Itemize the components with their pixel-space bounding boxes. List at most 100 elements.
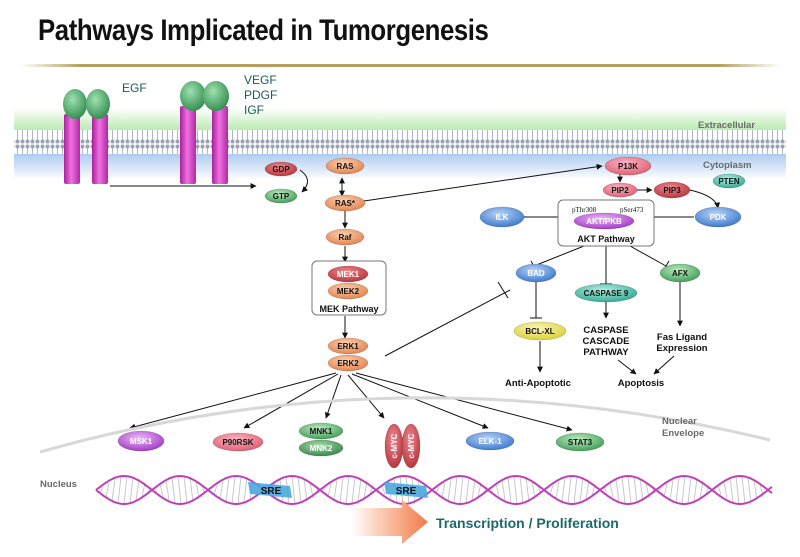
node-ras: RAS (325, 157, 365, 175)
node-gtp: GTP (264, 188, 298, 204)
arrow-rasstar-to-p13k (363, 163, 603, 202)
node-cmyc-1: c-MYC (384, 423, 404, 469)
igf-label: IGF (244, 103, 264, 117)
node-bad: BAD (515, 263, 557, 283)
node-bclxl: BCL-XL (513, 321, 567, 341)
egf-label: EGF (122, 81, 147, 95)
pdgf-label: PDGF (244, 88, 277, 102)
node-p90rsk: P90RSK (212, 432, 264, 452)
node-cmyc-2: c-MYC (401, 423, 421, 469)
node-pip3: PIP3 (653, 181, 691, 199)
node-label-ras: RAS (337, 162, 355, 171)
node-pten: PTEN (712, 173, 746, 189)
nuclear-envelope (39, 396, 771, 454)
node-label-ilk: ILK (496, 213, 509, 222)
membrane (14, 130, 786, 154)
node-label-mnk2: MNK2 (310, 444, 333, 453)
node-label-pten: PTEN (718, 177, 740, 186)
sre-element-1: SRE (248, 482, 292, 498)
transcription-label: Transcription / Proliferation (436, 515, 619, 531)
nucleus-label: Nucleus (40, 479, 77, 490)
cytoplasm-label: Cytoplasm (703, 160, 752, 171)
node-mnk2: MNK2 (298, 439, 344, 457)
fas-ligand-label-2: Expression (656, 343, 707, 354)
node-raf: Raf (325, 228, 365, 246)
node-label-erk1: ERK1 (337, 342, 359, 351)
node-label-msk1: MSK1 (130, 437, 153, 446)
node-label-ras-active: RAS* (335, 199, 356, 208)
node-ilk: ILK (479, 206, 525, 228)
egf-receptor (63, 89, 110, 184)
node-label-gdp: GDP (272, 165, 290, 174)
pser473-label: pSer473 (620, 206, 644, 214)
arrow-pip3-to-pdk (689, 189, 721, 209)
caspase-cascade-label-1: CASPASE (583, 325, 628, 336)
node-label-mek1: MEK1 (337, 270, 360, 279)
caspase-cascade-label-3: PATHWAY (583, 347, 629, 358)
inhibit-akt-bad (533, 245, 585, 267)
mek-pathway-label: MEK Pathway (319, 304, 378, 314)
node-label-akt: AKT/PKB (586, 217, 622, 226)
node-stat3: STAT3 (555, 432, 605, 452)
node-pip2: PIP2 (602, 182, 638, 198)
node-afx: AFX (659, 263, 701, 283)
svg-text:SRE: SRE (396, 486, 417, 497)
arrow-erk-to-mnk (324, 374, 342, 419)
sre-element-2: SRE (384, 482, 428, 498)
arrow-gdp-to-gtp (299, 169, 308, 193)
arrow-erk-to-stat3 (355, 372, 573, 432)
dna-helix (95, 474, 773, 506)
vegf-label: VEGF (244, 73, 277, 87)
page-title: Pathways Implicated in Tumorgenesis (38, 14, 489, 47)
node-label-mnk1: MNK1 (310, 427, 333, 436)
node-label-cmyc-1: c-MYC (390, 433, 399, 458)
cytoplasm-region (14, 154, 786, 180)
node-label-p90rsk: P90RSK (222, 438, 253, 447)
node-mek1: MEK1 (327, 265, 369, 283)
node-caspase9: CASPASE 9 (574, 283, 638, 303)
pathway-arrows (110, 163, 721, 432)
node-label-pdk: PDK (710, 213, 727, 222)
inhibit-bar-bad (497, 281, 509, 299)
extracellular-label: Extracellular (698, 120, 755, 131)
node-mnk1: MNK1 (298, 422, 344, 440)
node-label-erk2: ERK2 (337, 359, 359, 368)
node-label-gtp: GTP (273, 192, 290, 201)
node-msk1: MSK1 (117, 430, 165, 452)
arrow-erk-to-elk1 (351, 373, 489, 429)
nuclear-envelope-label-1: Nuclear (662, 416, 697, 427)
node-akt: AKT/PKB (573, 212, 635, 230)
extracellular-region (14, 108, 786, 130)
node-erk2: ERK2 (327, 354, 369, 372)
transcription-arrow (352, 500, 428, 544)
pthr308-label: pThr308 (572, 206, 597, 214)
node-label-elk1: ELK-1 (478, 437, 502, 446)
node-label-stat3: STAT3 (568, 438, 593, 447)
node-mek2: MEK2 (327, 282, 369, 300)
node-ras-active: RAS* (324, 194, 366, 212)
node-gdp: GDP (264, 161, 298, 177)
node-label-p13k: P13K (618, 162, 638, 171)
node-label-afx: AFX (672, 269, 689, 278)
node-label-caspase9: CASPASE 9 (584, 289, 629, 298)
arrow-erk-to-cmyc (347, 374, 385, 419)
fas-ligand-label-1: Fas Ligand (657, 332, 707, 343)
nuclear-envelope-label-2: Envelope (662, 428, 704, 439)
node-label-raf: Raf (339, 233, 352, 242)
node-label-bad: BAD (527, 269, 545, 278)
node-erk1: ERK1 (327, 337, 369, 355)
svg-text:SRE: SRE (261, 486, 282, 497)
node-label-cmyc-2: c-MYC (407, 433, 416, 458)
node-label-bclxl: BCL-XL (525, 327, 554, 336)
node-label-mek2: MEK2 (337, 287, 360, 296)
arrow-mek-to-bad (384, 289, 511, 357)
node-pdk: PDK (694, 206, 742, 228)
caspase-cascade-label-2: CASCADE (583, 336, 630, 347)
growth-factor-receptor (180, 81, 229, 184)
title-rule (20, 64, 780, 67)
node-label-pip2: PIP2 (611, 186, 629, 195)
inhibit-akt-afx (629, 245, 667, 267)
anti-apoptotic-label: Anti-Apoptotic (505, 378, 571, 389)
node-label-pip3: PIP3 (663, 186, 681, 195)
